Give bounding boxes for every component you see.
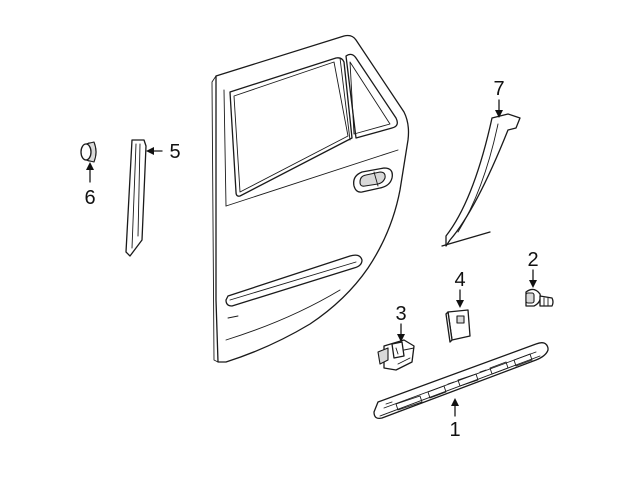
callout-label-3: 3 bbox=[395, 303, 406, 325]
door-handle bbox=[353, 167, 393, 193]
retainer-clip-part-3 bbox=[377, 323, 415, 371]
pillar-trim-part-5 bbox=[125, 139, 163, 257]
grommet-part-6 bbox=[80, 141, 97, 183]
frame-applique-part-7 bbox=[441, 99, 521, 247]
callout-label-4: 4 bbox=[454, 269, 465, 291]
door-moulding-part-1 bbox=[373, 342, 549, 420]
callout-label-2: 2 bbox=[527, 249, 538, 271]
callout-label-5: 5 bbox=[169, 141, 180, 163]
callout-label-6: 6 bbox=[84, 187, 95, 209]
rear-door-shell bbox=[211, 34, 410, 363]
callout-label-1: 1 bbox=[449, 419, 460, 441]
pad-part-4 bbox=[445, 289, 471, 343]
callout-label-7: 7 bbox=[493, 78, 504, 100]
push-clip-part-2 bbox=[525, 269, 554, 307]
